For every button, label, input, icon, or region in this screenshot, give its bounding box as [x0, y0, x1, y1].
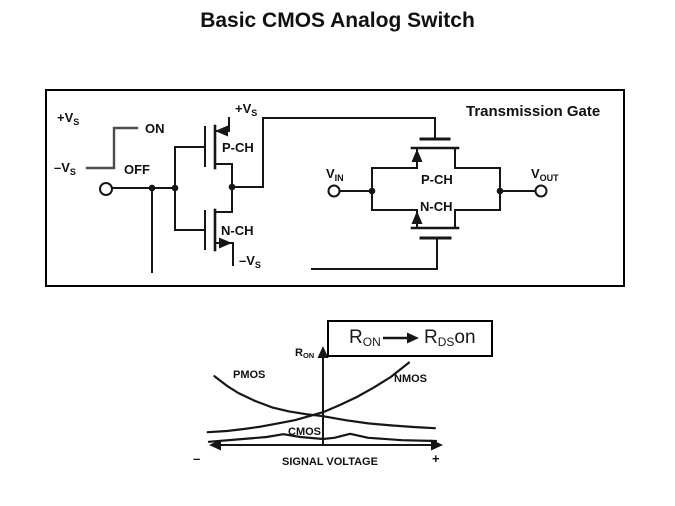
- curve-pmos: [213, 375, 436, 430]
- legend-arrow-head: [407, 332, 419, 344]
- transistor-arrows: [215, 125, 423, 249]
- tg-bottom-gate-lead: [311, 237, 438, 270]
- inverter-pch-drain-lead: [214, 163, 233, 188]
- vin-label: VIN: [326, 166, 344, 183]
- x-axis-right-arrowhead: [431, 439, 443, 451]
- x-axis-left-arrowhead: [209, 439, 221, 451]
- on-off-step-waveform: [85, 126, 139, 170]
- tg-nch-label: N-CH: [420, 199, 453, 214]
- vout-label: VOUT: [531, 166, 559, 183]
- schematic-wires: [85, 117, 536, 273]
- nch-driver-label: N-CH: [221, 223, 254, 238]
- pmos-curve-label: PMOS: [233, 369, 266, 381]
- vs-minus-control-label: –VS: [54, 160, 76, 177]
- curve-cmos: [207, 432, 438, 443]
- graph-axes: [214, 356, 438, 446]
- graph-curves: [206, 361, 438, 443]
- tg-nch-arrow: [411, 211, 423, 224]
- inverter-nch-drain-lead: [214, 186, 233, 213]
- vs-plus-control-label: +VS: [57, 110, 80, 127]
- vin-terminal: [327, 184, 341, 198]
- transmission-gate-heading: Transmission Gate: [466, 103, 601, 120]
- tg-pch-arrow: [411, 149, 423, 162]
- cmos-curve-label: CMOS: [288, 426, 321, 438]
- legend-ron-label: RON: [349, 327, 381, 349]
- page-title-text: Basic CMOS Analog Switch: [200, 9, 475, 32]
- legend-rdson-label: RDSon: [424, 327, 476, 349]
- inverted-control-route: [231, 117, 436, 188]
- junction-dot: [496, 187, 504, 195]
- nmos-curve-label: NMOS: [394, 373, 427, 385]
- y-axis-label: RON: [295, 347, 315, 360]
- x-axis-minus-sign: –: [193, 451, 201, 466]
- pch-driver-arrow: [215, 125, 228, 137]
- vs-plus-rail-label: +VS: [235, 101, 258, 118]
- junction-dot: [228, 183, 236, 191]
- curve-nmos: [206, 361, 410, 434]
- junction-dot: [148, 184, 156, 192]
- x-axis-label: SIGNAL VOLTAGE: [282, 456, 378, 468]
- on-label: ON: [145, 121, 165, 136]
- junction-dot: [368, 187, 376, 195]
- tg-pch-label: P-CH: [421, 172, 453, 187]
- x-axis-plus-sign: +: [432, 451, 440, 466]
- nch-driver-arrow: [219, 237, 232, 249]
- schematic-border-box: [45, 89, 625, 287]
- vout-terminal: [534, 184, 548, 198]
- control-input-terminal: [99, 182, 113, 196]
- inverter-gate-leads: [174, 146, 206, 231]
- tg-pch-contacts: [416, 147, 456, 169]
- y-axis-arrowhead: [317, 346, 329, 358]
- junction-dot: [171, 184, 179, 192]
- pch-driver-label: P-CH: [222, 140, 254, 155]
- off-label: OFF: [124, 162, 150, 177]
- axis-arrowheads: [209, 346, 443, 451]
- page-title: Basic CMOS Analog Switch: [0, 10, 675, 31]
- vs-minus-rail-label: –VS: [239, 253, 261, 270]
- terminals-and-junctions: [99, 182, 548, 198]
